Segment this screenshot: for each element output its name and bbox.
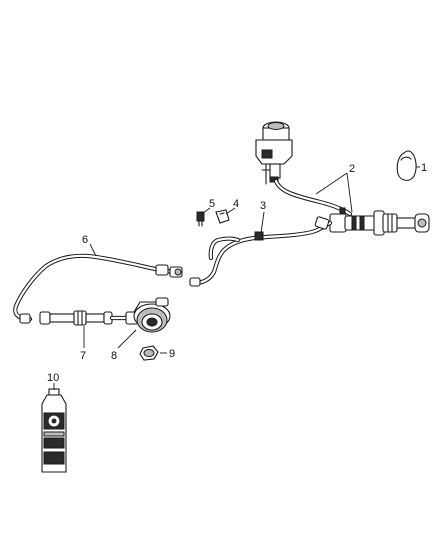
- callout-1: 1: [421, 162, 427, 174]
- callout-6: 6: [82, 234, 88, 246]
- master-cylinder: [329, 207, 430, 236]
- callout-9: 9: [169, 348, 175, 360]
- leader-2a: [315, 172, 348, 195]
- part-4-clip: [215, 209, 230, 224]
- leader-6: [89, 243, 97, 257]
- part-5-clip: [196, 211, 205, 227]
- leader-3: [260, 211, 265, 234]
- leader-2b: [346, 172, 353, 213]
- reservoir: [255, 121, 293, 185]
- leader-8: [117, 329, 137, 349]
- callout-10: 10: [47, 372, 59, 384]
- leader-5: [202, 207, 211, 214]
- part-10-fluid-bottle: [41, 388, 67, 473]
- part-3-hydraulic-line: [189, 216, 333, 287]
- callout-3: 3: [260, 200, 266, 212]
- callout-5: 5: [209, 198, 215, 210]
- reservoir-hose: [273, 178, 353, 217]
- leader-4: [225, 207, 236, 215]
- part-8-slave-cylinder: [109, 297, 171, 333]
- part-1-seal: [396, 150, 417, 181]
- callout-2: 2: [349, 163, 355, 175]
- part-6-line: [13, 253, 183, 324]
- part-9-bolt: [139, 345, 159, 361]
- part-7-connector: [39, 310, 113, 326]
- callout-7: 7: [80, 350, 86, 362]
- callout-8: 8: [111, 350, 117, 362]
- callout-4: 4: [233, 198, 239, 210]
